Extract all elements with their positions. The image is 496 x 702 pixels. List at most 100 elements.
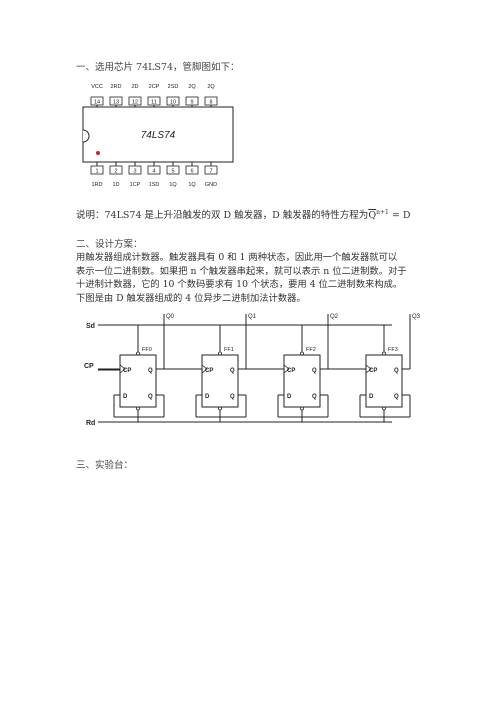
bottom-pin-label: 1RD [91,182,102,188]
top-pin-label: 2D [131,84,138,90]
sd-bubble [382,351,386,356]
formula-superscript: n+1 [376,209,389,216]
bottom-pin-box [185,165,199,175]
bottom-pin-number: 3 [133,169,136,175]
design-paragraph: 用触发器组成计数器。触发器具有 0 和 1 两种状态，因此用一个触发器就可以 表… [76,251,426,305]
q-output-label: Q1 [248,314,257,320]
clock-triangle [201,364,208,374]
top-pin-box [204,96,218,106]
bottom-pin-label: 1D [112,182,119,188]
clock-triangle [119,364,126,374]
top-pin-box [109,96,123,106]
top-pin-box [147,96,161,106]
top-pin-box [166,96,180,106]
flip-flop-box [119,354,157,408]
sd-bubble [300,351,304,356]
bottom-pin-label: 1CP [130,182,141,188]
ff-label: FF3 [388,347,398,353]
cp-input-label: CP [84,363,94,370]
paragraph-line: 下图是由 D 触发器组成的 4 位异步二进制加法计数器。 [76,292,306,304]
flip-flop-box [365,354,403,408]
rd-bubble [218,406,222,411]
bottom-pin-number: 4 [152,169,155,175]
top-pin-number: 12 [132,100,138,106]
section-heading-3: 三、实验台： [76,460,134,471]
top-pin-label: VCC [91,84,103,90]
paragraph-line: 用触发器组成计数器。触发器具有 0 和 1 两种状态，因此用一个触发器就可以 [76,252,398,263]
paragraph-line: 十进制计数器，它的 10 个数码要求有 10 个状态，要用 4 位二进制数来构成… [76,279,403,291]
sd-bubble [218,351,222,356]
q-output-label: Q3 [412,314,421,320]
cp-pin-label: CP [287,368,295,374]
d-pin-label: D [287,394,292,400]
top-pin-label: 2CP [149,84,160,90]
top-pin-number: 8 [209,100,212,106]
bottom-pin-label: 1SD [149,182,160,188]
ff-label: FF2 [306,347,316,353]
qbar-pin-label: Q [230,394,235,400]
formula-q: Q [368,210,377,222]
q-output-label: Q2 [330,314,339,320]
top-pin-box [128,96,142,106]
flip-flop-stage: CP Q D Q FF3 Q3 [328,314,421,422]
formula-equals-d: = D [388,210,411,222]
q-pin-label: Q [394,368,399,374]
flip-flop-stage: CP Q D Q FF2 Q2 [246,314,339,422]
bottom-pin-box [204,165,218,175]
section-heading-2: 二、设计方案： [76,239,143,250]
top-pin-label: 2SD [168,84,179,90]
sd-bubble [136,351,140,356]
bottom-pin-box [90,165,104,175]
top-pin-number: 10 [170,100,176,106]
rd-bubble [136,406,140,411]
bottom-pin-number: 6 [190,169,193,175]
q-pin-label: Q [312,368,317,374]
rd-bubble [382,406,386,411]
top-pin-label: 2Q [188,84,196,90]
note-text: 说明：74LS74 是上升沿触发的双 D 触发器，D 触发器的特性方程为 [76,210,369,222]
flip-flop-box [283,354,321,408]
d-pin-label: D [205,394,210,400]
chip-name: 74LS74 [141,130,176,141]
d-pin-label: D [369,394,374,400]
bottom-pin-box [128,165,142,175]
rd-bubble [300,406,304,411]
top-pin-number: 9 [190,100,193,106]
bottom-pin-number: 7 [209,169,212,175]
ff-label: FF1 [224,347,234,353]
paragraph-line: 表示一位二进制数。如果把 n 个触发器串起来，就可以表示 n 位二进制数。对于 [76,265,407,277]
bottom-pin-number: 2 [114,169,117,175]
top-pin-box [185,96,199,106]
bottom-pin-label: GND [205,182,217,188]
flip-flop-stage: CP Q D Q FF1 Q1 [164,314,257,422]
cp-pin-label: CP [123,368,131,374]
section-heading-1: 一、选用芯片 74LS74，管脚图如下： [76,62,240,73]
cp-pin-label: CP [205,368,213,374]
d-pin-label: D [123,394,128,400]
clock-triangle [365,364,372,374]
sd-label: Sd [86,323,95,330]
bottom-pin-box [147,165,161,175]
top-pin-number: 14 [94,100,100,106]
top-pin-number: 13 [113,100,119,106]
bottom-pin-number: 5 [171,169,174,175]
bottom-pin-label: 1Q [169,182,177,188]
chip-notch [82,129,90,143]
top-pin-box [90,96,104,106]
top-pin-number: 11 [151,100,157,106]
clock-triangle [283,364,290,374]
flip-flop-box [201,354,239,408]
cp-pin-label: CP [369,368,377,374]
q-pin-label: Q [148,368,153,374]
bottom-pin-box [166,165,180,175]
qbar-pin-label: Q [394,394,399,400]
pin1-marker-dot [96,151,100,155]
bottom-pin-label: 1Q [188,182,196,188]
top-pin-label: 2RD [110,84,121,90]
q-output-label: Q0 [166,314,175,320]
ff-label: FF0 [142,347,152,353]
q-pin-label: Q [230,368,235,374]
qbar-pin-label: Q [312,394,317,400]
